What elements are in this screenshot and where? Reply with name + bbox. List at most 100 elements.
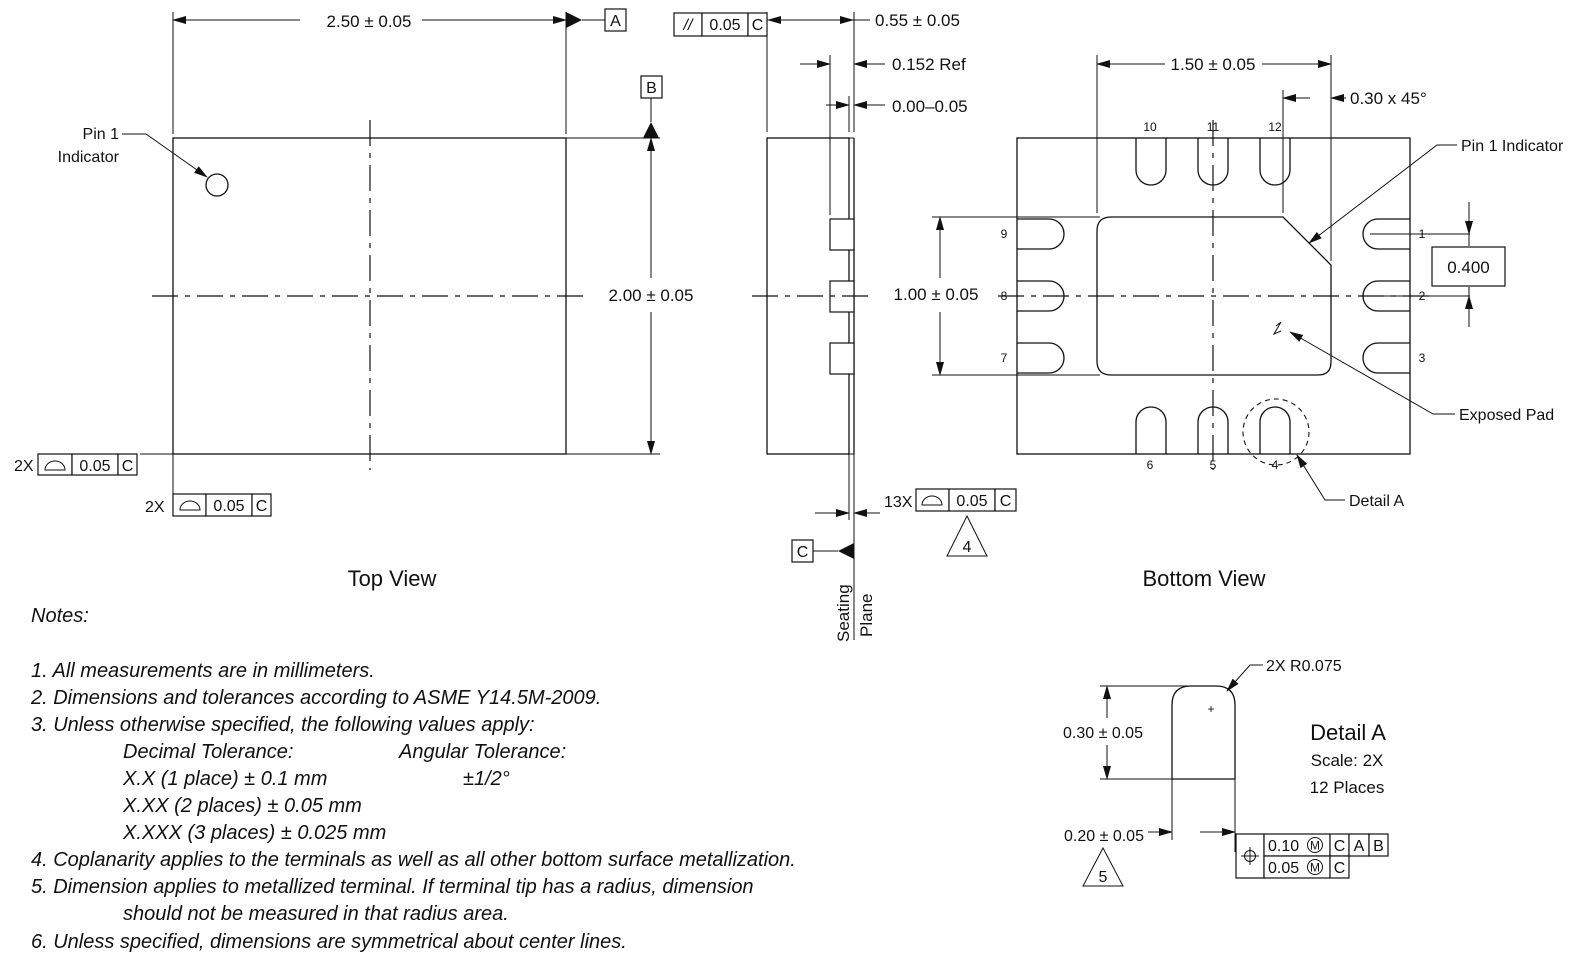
note-6: 6. Unless specified, dimensions are symm… [31,931,627,953]
position-row1-datum3: B [1373,838,1384,855]
exposed-pad-outline [1096,216,1332,376]
pin-number-5: 5 [1210,458,1217,472]
detail-a-center-mark: + [1207,702,1214,716]
datum-c-triangle [838,543,854,559]
tolerance-x3: X.XXX (3 places) ± 0.025 mm [122,822,386,844]
parallelism-datum: C [752,17,764,34]
fcf1-count: 2X [14,458,34,475]
bottom-pin1-leader [1308,144,1457,244]
pin-pad-8 [1017,280,1065,312]
bottom-view: 10 11 12 6 5 4 9 8 7 1 2 3 1.50 ± 0.05 0… [894,55,1564,591]
pin-number-8: 8 [1001,289,1008,303]
pin-pad-1 [1362,218,1410,250]
radius-leader [1226,664,1263,692]
coplanarity-datum-cell [994,488,1017,512]
top-pin1-label-line2: Indicator [58,149,120,166]
tolerance-angle: ±1/2° [463,768,510,790]
detail-a-callout-circle [1242,398,1310,466]
top-pin1-leader [122,133,208,178]
tolerance-x2: X.XX (2 places) ± 0.05 mm [122,795,362,817]
seating-plane-label-line1: Seating [834,584,853,642]
note-flag-5: 5 [1099,869,1108,886]
top-view: 2.50 ± 0.05 A 2.00 ± 0.05 B Pin 1 Indica… [14,8,694,591]
pin-number-6: 6 [1147,458,1154,472]
tolerance-angular-heading: Angular Tolerance: [398,741,566,763]
note-3: 3. Unless otherwise specified, the follo… [31,714,535,736]
fcf2-datum: C [256,498,268,515]
pin-pad-4 [1259,406,1291,454]
mmc-modifier-icon [1307,859,1323,875]
mmc-modifier-letter: M [1310,839,1320,853]
position-row1-value: 0.10 [1268,838,1299,855]
fcf2-count: 2X [145,499,165,516]
pitch-basic-box [1431,246,1506,287]
tolerance-x1: X.X (1 place) ± 0.1 mm [122,768,327,790]
pin-pad-9 [1017,218,1065,250]
side-standoff-dim-text: 0.00–0.05 [892,97,968,116]
datum-b-triangle [643,122,659,138]
pin-number-4: 4 [1272,458,1279,472]
top-height-dim-text: 2.00 ± 0.05 [609,286,694,305]
notes-heading: Notes: [31,605,89,627]
exposed-pad-mark [1272,321,1282,336]
notes-block: Notes: 1. All measurements are in millim… [30,605,796,953]
side-view: 0.55 ± 0.05 // 0.05 C 0.152 Ref 0.00–0.0… [673,11,1017,642]
datum-b-box [640,75,663,99]
detail-a-terminal-outline [1171,685,1236,780]
fcf2-symbol-cell [172,493,207,517]
position-row2-datum1-cell [1329,855,1350,879]
exposed-pad-label: Exposed Pad [1459,407,1554,424]
pin-pad-2 [1362,280,1410,312]
datum-c-letter: C [797,544,809,561]
pin-pad-3 [1362,342,1410,374]
note-2: 2. Dimensions and tolerances according t… [30,687,601,709]
profile-surface-icon [44,460,66,471]
note-5-line1: 5. Dimension applies to metallized termi… [31,876,754,898]
pin-number-11: 11 [1207,120,1220,134]
position-row2-datum1: C [1334,860,1346,877]
tolerance-decimal-heading: Decimal Tolerance: [123,741,293,763]
pin-number-10: 10 [1143,120,1157,134]
detail-a-callout-label: Detail A [1349,493,1404,510]
detail-a: + 2X R0.075 0.30 ± 0.05 0.20 ± 0.05 5 De… [1063,658,1389,887]
exposed-pad-leader [1289,331,1455,415]
mmc-modifier-letter: M [1310,861,1320,875]
datum-a-letter: A [610,13,621,30]
bottom-pin1-label: Pin 1 Indicator [1461,138,1564,155]
position-row1-datum1: C [1334,838,1346,855]
pin-pad-7 [1017,342,1065,374]
top-width-dim-text: 2.50 ± 0.05 [327,12,412,31]
thickness-arrow-right [840,16,854,24]
pin-number-9: 9 [1001,227,1008,241]
coplanarity-value: 0.05 [956,493,987,510]
note-1: 1. All measurements are in millimeters. [31,660,375,682]
parallelism-value: 0.05 [709,17,740,34]
detail-a-scale: Scale: 2X [1311,751,1384,770]
coplanarity-datum: C [1000,493,1012,510]
side-terminal-pad-3 [829,342,855,375]
pin-pad-10 [1135,138,1167,186]
coplanarity-count: 13X [884,494,913,511]
coplanarity-symbol-cell [915,488,950,512]
note-flag-triangle-4 [946,514,988,557]
radius-dim-text: 2X R0.075 [1266,658,1342,675]
pin-number-3: 3 [1419,351,1426,365]
width-dim-text: 0.20 ± 0.05 [1064,828,1144,845]
fcf1-value: 0.05 [79,458,110,475]
position-row2-value: 0.05 [1268,860,1299,877]
parallelism-symbol: // [683,17,694,34]
thickness-arrow-left [767,16,781,24]
pin-pad-5 [1197,406,1229,454]
pin-pad-6 [1135,406,1167,454]
datum-b-letter: B [646,80,657,97]
profile-surface-icon [179,500,201,511]
bottom-width-dim-text: 1.50 ± 0.05 [1171,55,1256,74]
position-row1-datum3-cell [1368,833,1389,857]
fcf2-datum-cell [251,493,272,517]
profile-surface-icon [921,495,943,506]
fcf2-value: 0.05 [213,498,244,515]
parallelism-datum-cell [747,12,768,37]
chamfer-dim-text: 0.30 x 45° [1350,89,1427,108]
pin-number-7: 7 [1001,351,1008,365]
position-row1-datum2: A [1354,838,1365,855]
